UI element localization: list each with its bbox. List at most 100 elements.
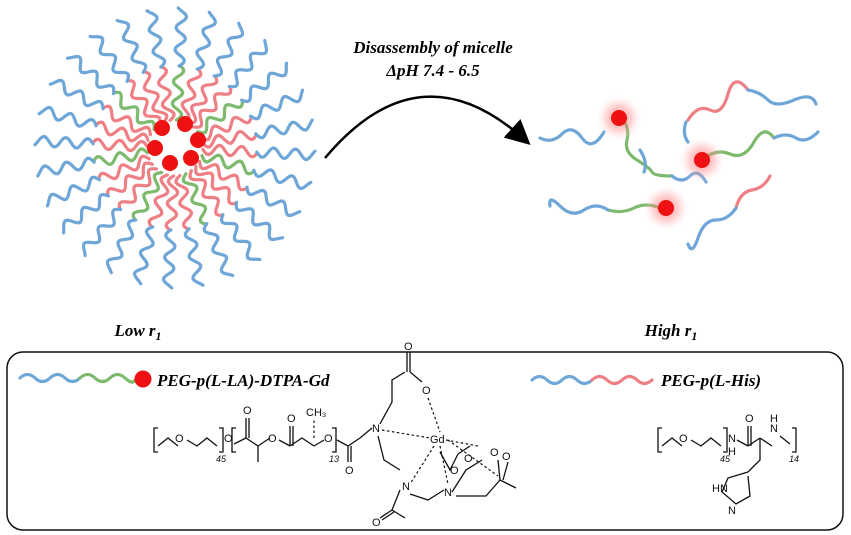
- micelle-phis-segment: [174, 174, 193, 231]
- legend-chain-peg-pla-gd: [18, 370, 152, 388]
- state-label-low: Low r1: [113, 321, 161, 343]
- micelle-phis-segment: [142, 70, 169, 124]
- micelle-peg-segment: [202, 222, 235, 278]
- svg-text:N: N: [372, 423, 380, 435]
- svg-text:O: O: [404, 341, 413, 353]
- free-peg-segment: [686, 206, 738, 251]
- micelle-peg-segment: [173, 6, 189, 68]
- micelle-pla-segment: [181, 172, 208, 226]
- micelle-peg-segment: [195, 10, 218, 71]
- svg-text:HN: HN: [712, 483, 728, 495]
- micelle-pla-segment: [131, 171, 164, 221]
- structure-peg-pla-dtpa-gd: O 45 O O O O CH₃ O 13 O N O: [153, 341, 517, 529]
- svg-text:O: O: [490, 447, 499, 459]
- micelle-peg-segment: [145, 9, 167, 69]
- micelle-peg-segment: [240, 61, 289, 104]
- micelle-phis-segment: [188, 169, 224, 217]
- micelle-phis-segment: [157, 65, 176, 122]
- svg-text:45: 45: [216, 454, 227, 464]
- micelle-pla-segment: [112, 90, 156, 132]
- process-condition: ΔpH 7.4 - 6.5: [385, 61, 480, 80]
- legend-box: [6, 351, 844, 531]
- micelle-peg-segment: [45, 175, 101, 208]
- micelle-phis-segment: [126, 79, 162, 127]
- gd-contrast-dot: [162, 155, 178, 171]
- micelle-phis-segment: [147, 173, 170, 229]
- free-peg-segment: [746, 88, 818, 106]
- micelle-peg-segment: [105, 218, 138, 275]
- svg-text:O: O: [464, 453, 473, 465]
- micelle-pla-segment: [92, 147, 149, 166]
- svg-text:13: 13: [329, 454, 339, 464]
- micelle-peg-segment: [254, 118, 314, 140]
- micelle-peg-segment: [212, 21, 245, 78]
- micelle-phis-segment: [191, 85, 233, 129]
- micelle-pla-segment: [200, 153, 256, 176]
- svg-text:45: 45: [720, 454, 731, 464]
- svg-text:N: N: [444, 487, 452, 499]
- svg-text:O: O: [345, 465, 354, 477]
- legend-label-peg-phis: PEG-p(L-His): [660, 371, 761, 390]
- free-polymer-chains: [538, 80, 820, 251]
- svg-text:O: O: [372, 517, 381, 529]
- free-peg-segment: [772, 130, 820, 142]
- svg-text:O: O: [287, 413, 296, 425]
- micelle-peg-segment: [255, 146, 317, 162]
- gd-contrast-dot: [147, 140, 163, 156]
- micelle-peg-segment: [115, 18, 148, 74]
- micelle-peg-segment: [183, 227, 205, 287]
- micelle-peg-segment: [37, 105, 98, 128]
- free-phis-segment: [734, 174, 772, 210]
- free-peg-segment: [682, 120, 690, 144]
- micelle-peg-segment: [36, 156, 96, 178]
- gd-contrast-dot: [611, 110, 627, 126]
- micelle-phis-segment: [164, 174, 180, 232]
- micelle-peg-segment: [132, 225, 155, 286]
- micelle-phis-segment: [201, 143, 259, 159]
- micelle-phis-segment: [97, 154, 151, 181]
- legend-label-peg-pla-gd: PEG-p(L-LA)-DTPA-Gd: [156, 371, 330, 390]
- svg-text:O: O: [422, 385, 431, 397]
- svg-text:H: H: [770, 413, 778, 425]
- gd-contrast-dot: [658, 200, 674, 216]
- structure-peg-phis: O 45 N H O N H 14 HN N: [657, 413, 799, 517]
- svg-text:O: O: [243, 405, 252, 417]
- svg-text:O: O: [450, 465, 459, 477]
- free-peg-segment: [538, 128, 606, 146]
- micelle-phis-segment: [102, 104, 152, 137]
- micelle-peg-segment: [33, 134, 95, 150]
- micelle-pla-segment: [170, 64, 186, 122]
- micelle-peg-segment: [161, 228, 177, 290]
- micelle-phis-segment: [117, 167, 159, 211]
- svg-text:O: O: [324, 433, 333, 445]
- svg-text:N: N: [402, 481, 410, 493]
- gd-contrast-dot: [134, 370, 152, 388]
- state-label-high: High r1: [644, 321, 698, 343]
- micelle-peg-segment: [61, 192, 110, 235]
- micelle-phis-segment: [201, 130, 258, 149]
- micelle-peg-segment: [249, 88, 305, 121]
- free-peg-segment: [548, 198, 610, 215]
- svg-text:N: N: [770, 423, 778, 435]
- micelle-phis-segment: [194, 164, 238, 206]
- micelle-phis-segment: [198, 159, 248, 192]
- svg-text:O: O: [268, 433, 277, 445]
- micelle-peg-segment: [81, 207, 123, 258]
- micelle-peg-segment: [65, 54, 116, 96]
- micelle-peg-segment: [227, 38, 269, 89]
- free-peg-segment: [638, 148, 647, 174]
- micelle-peg-segment: [252, 168, 313, 191]
- micelle-peg-segment: [219, 213, 262, 262]
- svg-text:CH₃: CH₃: [306, 407, 326, 419]
- disassembly-arrow: [324, 95, 531, 159]
- micelle-peg-segment: [234, 200, 285, 242]
- gd-contrast-dot: [177, 116, 193, 132]
- micelle-phis-segment: [199, 115, 253, 142]
- gd-contrast-dot: [694, 152, 710, 168]
- micelle-core-gd-cluster: [147, 116, 206, 171]
- gd-contrast-dot: [190, 132, 206, 148]
- gd-contrast-dot: [183, 150, 199, 166]
- gd-contrast-dot: [154, 120, 170, 136]
